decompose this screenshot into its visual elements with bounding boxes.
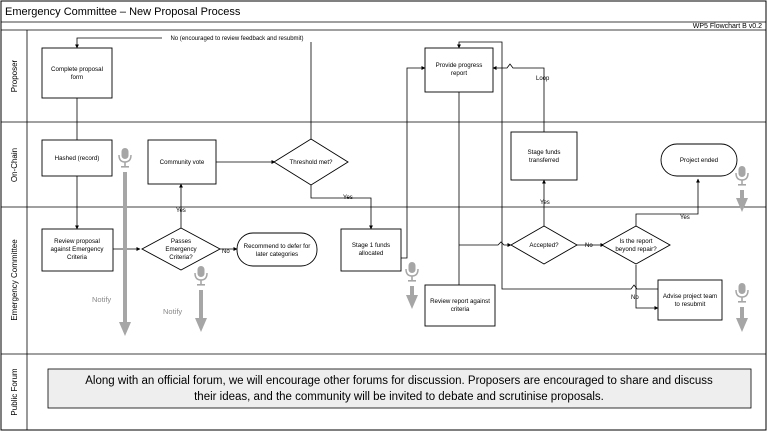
svg-text:Criteria: Criteria (67, 254, 87, 261)
node-project-ended: Project ended (660, 143, 738, 177)
svg-text:Review report against: Review report against (430, 298, 490, 305)
edge-label-repair-yes: Yes (680, 215, 690, 221)
svg-text:Community vote: Community vote (160, 159, 205, 166)
node-stage-funds-transferred: Stage funds transferred (510, 131, 578, 181)
node-provide-progress-report: Provide progress report (424, 47, 494, 93)
svg-text:to resubmit: to resubmit (675, 301, 706, 308)
svg-text:transferred: transferred (529, 157, 559, 164)
lane-label-public-forum: Public Forum (10, 368, 19, 415)
page-title: Emergency Committee – New Proposal Proce… (5, 6, 241, 18)
lane-label-proposer: Proposer (10, 59, 19, 92)
microphone-icon (735, 165, 749, 187)
node-community-vote: Community vote (147, 139, 217, 185)
svg-text:Hashed (record): Hashed (record) (55, 155, 100, 162)
svg-text:Threshold met?: Threshold met? (290, 159, 334, 166)
decision-passes-criteria: Passes Emergency Criteria? (141, 227, 221, 271)
svg-text:allocated: allocated (359, 250, 384, 257)
node-review-report: Review report against criteria (424, 284, 496, 327)
edge-label-repair-no: No (631, 295, 639, 301)
notify-indicator-2: Notify (163, 265, 208, 332)
edge-label-loop: Loop (536, 76, 550, 82)
edge-label-resubmit: No (encouraged to review feedback and re… (170, 36, 303, 42)
svg-text:Passes: Passes (171, 238, 191, 245)
node-recommend-defer: Recommend to defer for later categories (236, 232, 318, 267)
svg-text:Advise project team: Advise project team (663, 293, 717, 300)
notify-label-1: Notify (92, 295, 111, 304)
node-review-proposal: Review proposal against Emergency Criter… (41, 228, 114, 272)
notify-label-2: Notify (163, 307, 182, 316)
node-stage1-funds-allocated: Stage 1 funds allocated (340, 228, 402, 272)
edge-label-accepted-yes: Yes (540, 200, 550, 206)
svg-text:Complete proposal: Complete proposal (51, 66, 103, 73)
svg-text:Emergency: Emergency (165, 246, 197, 253)
node-advise-team-resubmit: Advise project team to resubmit (657, 279, 723, 321)
node-complete-proposal-form: Complete proposal form (41, 47, 113, 99)
svg-text:against Emergency: against Emergency (51, 246, 105, 253)
microphone-icon (118, 147, 132, 169)
svg-text:Review proposal: Review proposal (54, 238, 100, 245)
public-forum-note: Along with an official forum, we will en… (47, 368, 752, 409)
decision-beyond-repair: Is the report beyond repair? (601, 225, 671, 265)
edge-label-threshold-yes: Yes (343, 195, 353, 201)
svg-text:Provide progress: Provide progress (436, 62, 483, 69)
microphone-icon (194, 265, 208, 287)
svg-text:report: report (451, 70, 467, 77)
svg-text:Criteria?: Criteria? (169, 254, 193, 261)
edge-label-accepted-no: No (585, 243, 593, 249)
svg-text:Is the report: Is the report (619, 238, 652, 245)
svg-text:form: form (71, 74, 83, 81)
lane-label-on-chain: On-Chain (10, 148, 19, 182)
svg-text:criteria: criteria (451, 306, 470, 313)
edge-label-criteria-no: No (222, 249, 230, 255)
microphone-icon (735, 282, 749, 304)
version-label: WP5 Flowchart B v0.2 (693, 23, 762, 30)
svg-text:Accepted?: Accepted? (529, 242, 559, 249)
forum-text-line-1: Along with an official forum, we will en… (85, 375, 713, 387)
forum-text-line-2: their ideas, and the community will be i… (194, 391, 604, 403)
decision-accepted: Accepted? (510, 225, 578, 265)
svg-text:Recommend to defer for: Recommend to defer for (244, 243, 311, 250)
svg-text:later categories: later categories (256, 251, 298, 258)
notify-indicator-4 (735, 165, 749, 212)
svg-text:beyond repair?: beyond repair? (615, 246, 657, 253)
notify-indicator-3 (405, 261, 419, 309)
edge-label-criteria-yes: Yes (176, 208, 186, 214)
lane-label-emergency-committee: Emergency Committee (10, 239, 19, 321)
node-hashed-record: Hashed (record) (41, 139, 113, 177)
notify-indicator-5 (735, 282, 749, 332)
notify-indicator-1: Notify (92, 147, 132, 336)
svg-text:Stage funds: Stage funds (527, 149, 560, 156)
svg-text:Project ended: Project ended (680, 157, 719, 164)
decision-threshold-met: Threshold met? (273, 138, 349, 186)
svg-text:Stage 1 funds: Stage 1 funds (352, 242, 390, 249)
microphone-icon (405, 261, 419, 283)
